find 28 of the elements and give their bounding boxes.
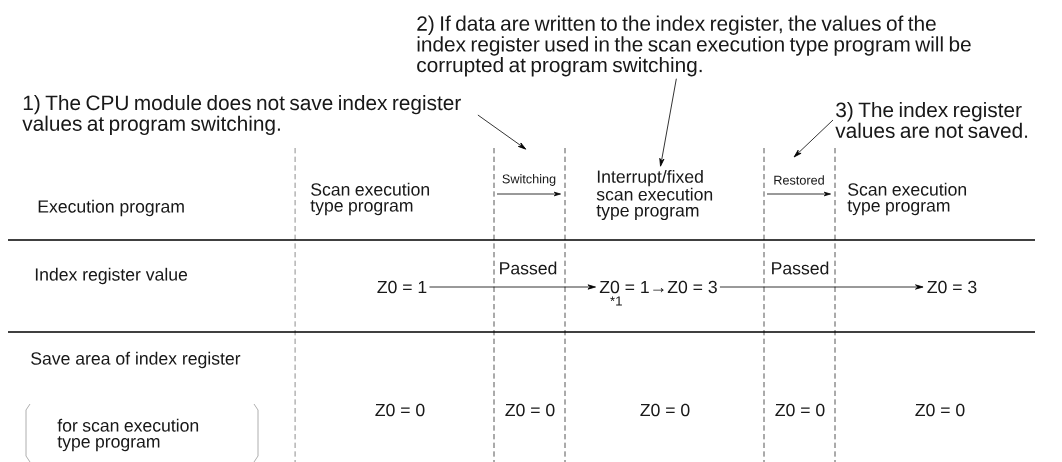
arrow: [719, 284, 924, 290]
column-heading: Interrupt/fixed scan execution type program: [596, 169, 713, 221]
cell-value: Z0 = 0: [505, 403, 555, 417]
cell-value: Z0 = 0: [375, 403, 425, 417]
row-heading: Save area of index register: [31, 351, 241, 369]
register-value: Z0 = 1: [377, 280, 427, 294]
row-heading: Execution program: [38, 199, 184, 217]
footnote-mark: *1: [610, 296, 622, 306]
leader-line: [659, 78, 677, 167]
cell-value: Z0 = 0: [775, 403, 825, 417]
callout-note: 2) If data are written to the index register, the values of the index register used in the scan execution type program will be corrupted at program switching.: [417, 15, 971, 77]
arrow: [429, 284, 596, 290]
leader-line: [793, 119, 834, 158]
edge-label: Passed: [497, 260, 559, 276]
cell-value: Z0 = 0: [915, 403, 965, 417]
arrow-label: Switching: [502, 174, 556, 186]
column-heading: Scan execution type program: [847, 182, 966, 216]
leader-line: [477, 114, 527, 150]
register-value: Z0 = 1→Z0 = 3: [599, 280, 717, 294]
edge-label: Passed: [769, 260, 831, 276]
row-heading: Index register value: [35, 267, 188, 285]
column-heading: Scan execution type program: [310, 182, 429, 216]
callout-note: 1) The CPU module does not save index register values at program switching.: [22, 94, 461, 136]
row-note: for scan execution type program: [57, 418, 199, 452]
arrow-label: Restored: [774, 175, 824, 185]
callout-note: 3) The index register values are not saved.: [835, 102, 1028, 138]
cell-value: Z0 = 0: [640, 403, 690, 417]
register-value: Z0 = 3: [927, 280, 977, 294]
